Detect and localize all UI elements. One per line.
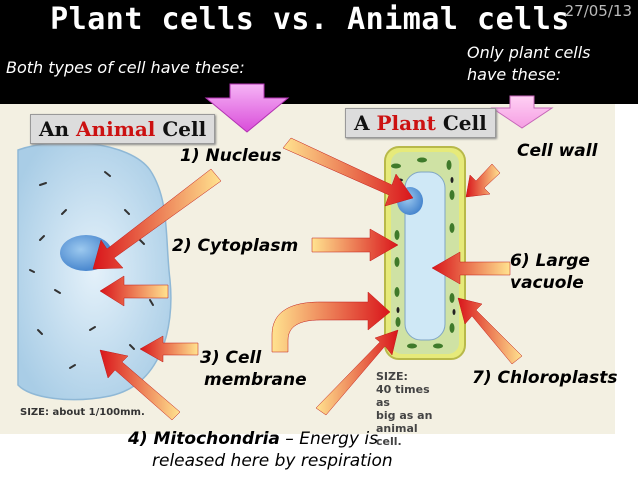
animal-banner-b: Animal [76,117,156,141]
page-title: Plant cells vs. Animal cells [50,2,570,37]
plant-size-line-1: SIZE: [376,370,408,383]
header-bar: Plant cells vs. Animal cells 27/05/13 Bo… [0,0,638,104]
label-large-vacuole: 6) Large vacuole [510,250,590,294]
label-chloroplasts: 7) Chloroplasts [472,368,618,388]
date-stamp: 27/05/13 [564,2,632,20]
only-plant-text: Only plant cells have these: [467,42,632,86]
animal-banner-a: An [39,117,77,141]
animal-cell-shape [17,141,172,401]
arrow-membrane-to-animal [139,335,199,363]
arrow-mito-to-plant [315,329,399,416]
plant-size-note: SIZE: 40 times as big as an animal cell. [376,370,446,448]
only-plant-line-1: Only plant cells [467,43,591,62]
label-cell-membrane: 3) Cell membrane [200,347,307,391]
plant-size-line-3: big as an [376,409,433,422]
plant-size-line-4: animal cell. [376,422,418,448]
both-types-text: Both types of cell have these: [6,58,245,77]
label-mito-line-2: released here by respiration [152,451,393,471]
label-cell-wall: Cell wall [517,141,598,161]
label-cytoplasm: 2) Cytoplasm [172,236,299,256]
animal-banner-c: Cell [155,117,207,141]
plant-banner-a: A [354,111,377,135]
arrow-vacuole [431,251,511,285]
arrow-mito-to-animal [99,349,181,421]
only-plant-line-2: have these: [467,65,562,84]
plant-size-line-2: 40 times as [376,383,430,409]
both-types-down-arrow [204,83,290,133]
label-mito-rest: – Energy is [279,429,378,449]
arrow-cytoplasm-to-plant [311,228,399,262]
label-cell-membrane-line-2: membrane [204,370,307,390]
label-vacuole-line-2: vacuole [510,273,584,293]
label-nucleus: 1) Nucleus [180,146,282,166]
animal-cell-banner: An Animal Cell [30,114,216,144]
arrow-membrane-to-plant [271,291,391,353]
plant-vacuole [404,171,446,341]
plant-banner-b: Plant [376,111,436,135]
arrow-nucleus-to-animal [92,168,222,270]
animal-size-note: SIZE: about 1/100mm. [20,407,145,418]
arrow-nucleus-to-plant [282,137,414,207]
label-mitochondria: 4) Mitochondria – Energy is released her… [128,428,448,472]
plant-cell-banner: A Plant Cell [345,108,496,138]
arrow-cell-wall [465,163,501,198]
label-mito-bold: 4) Mitochondria [128,429,280,449]
label-vacuole-line-1: 6) Large [510,251,590,271]
arrow-cytoplasm-to-animal [99,275,169,307]
label-cell-membrane-line-1: 3) Cell [200,348,262,368]
only-plant-down-arrow [490,95,554,129]
plant-banner-c: Cell [435,111,487,135]
arrow-chloroplasts [457,297,523,365]
